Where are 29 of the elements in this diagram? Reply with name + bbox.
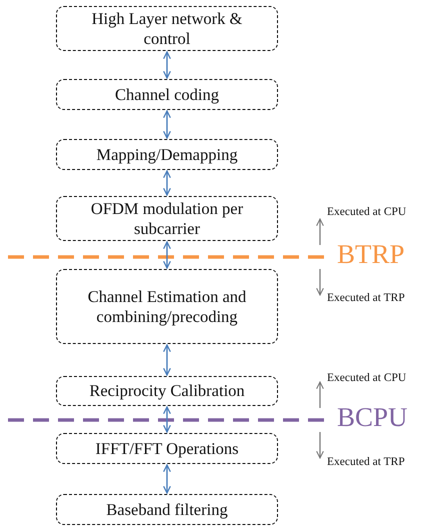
box-label: IFFT/FFT Operations (94, 438, 240, 458)
box-label: Mapping/Demapping (95, 144, 239, 164)
arrow (163, 51, 171, 79)
process-box (56, 494, 278, 525)
process-box (56, 79, 278, 110)
process-box (56, 139, 278, 170)
arrow (163, 464, 171, 494)
process-box (56, 269, 278, 344)
execution-note: Executed at CPU (327, 206, 406, 218)
process-box (56, 6, 278, 51)
arrow (163, 241, 171, 269)
arrow (163, 170, 171, 196)
boundary-label: BTRP (337, 239, 405, 270)
process-box (56, 433, 278, 464)
execution-note: Executed at CPU (327, 372, 406, 384)
box-label: Channel coding (114, 84, 220, 104)
box-label: OFDM modulation per subcarrier (90, 198, 244, 238)
process-box (56, 376, 278, 406)
arrow (163, 406, 171, 433)
execution-note: Executed at TRP (327, 456, 405, 468)
arrow (163, 110, 171, 139)
execution-note: Executed at TRP (327, 292, 405, 304)
arrow (163, 344, 171, 376)
box-label: Baseband filtering (105, 500, 229, 520)
boundary-label: BCPU (337, 402, 408, 433)
process-box (56, 196, 278, 241)
box-label: High Layer network & control (90, 8, 244, 48)
box-label: Channel Estimation and combining/precoding (86, 286, 248, 326)
box-label: Reciprocity Calibration (88, 381, 246, 401)
